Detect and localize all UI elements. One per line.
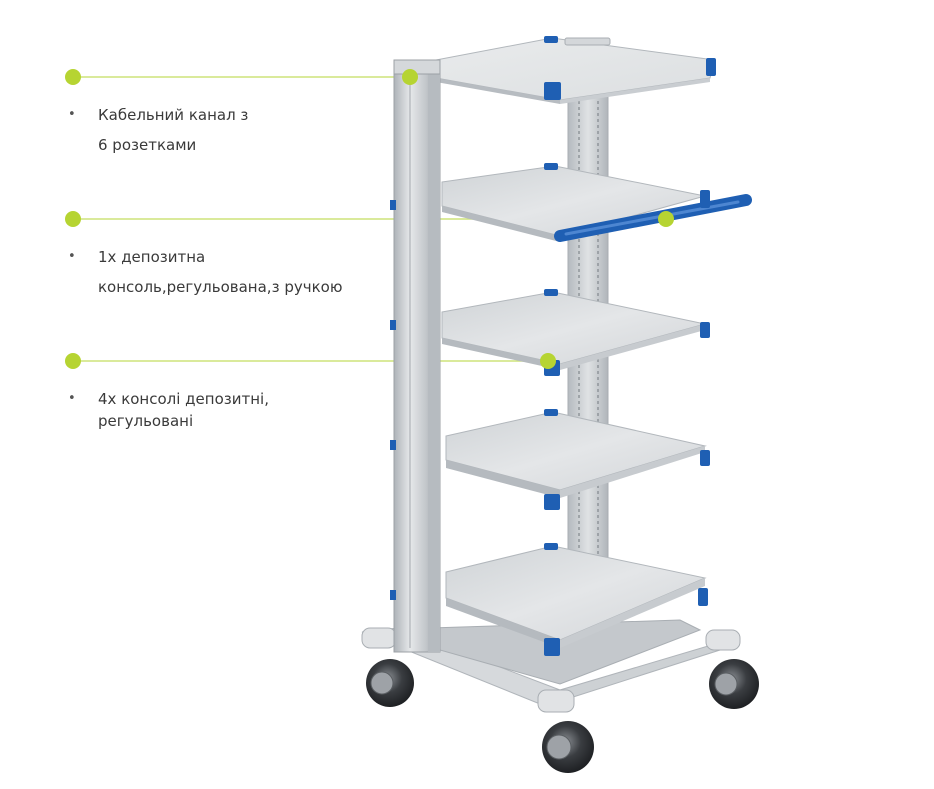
caster-mount-right xyxy=(705,629,741,651)
caster-mount-front xyxy=(537,689,575,713)
callout-dot-icon xyxy=(65,353,81,369)
callout-console-with-handle-line-1: 1x депозитна xyxy=(98,248,206,266)
front-column-cable-channel xyxy=(390,59,441,653)
shelf-4 xyxy=(445,409,710,510)
shelf-3 xyxy=(441,289,710,376)
callout-cable-channel-line-1: Кабельний канал з xyxy=(98,106,249,124)
callout-dot-icon xyxy=(65,69,81,85)
callout-dot-icon xyxy=(65,211,81,227)
callout-dot-icon xyxy=(402,69,418,85)
shelf-2-with-handle xyxy=(441,163,752,242)
callout-dots xyxy=(65,69,674,369)
shelf-5 xyxy=(445,543,708,656)
shelf-top xyxy=(435,36,716,104)
bullet-dot-icon: • xyxy=(68,249,76,264)
callout-cable-channel-line-2: 6 розетками xyxy=(98,136,197,154)
bullet-dot-icon: • xyxy=(68,107,76,122)
callout-adjustable-consoles-line-1: 4x консолі депозитні, xyxy=(98,390,269,408)
wheel-icon xyxy=(542,721,594,773)
callout-console-with-handle-line-2: консоль,регульована,з ручкою xyxy=(98,278,343,296)
wheel-icon xyxy=(709,659,759,709)
wheel-icon xyxy=(366,659,414,707)
callout-dot-icon xyxy=(540,353,556,369)
caster-mount-left xyxy=(361,627,397,649)
wheels xyxy=(366,659,759,773)
callout-dot-icon xyxy=(658,211,674,227)
callout-adjustable-consoles-line-2: регульовані xyxy=(98,412,194,430)
bullet-dot-icon: • xyxy=(68,391,76,406)
